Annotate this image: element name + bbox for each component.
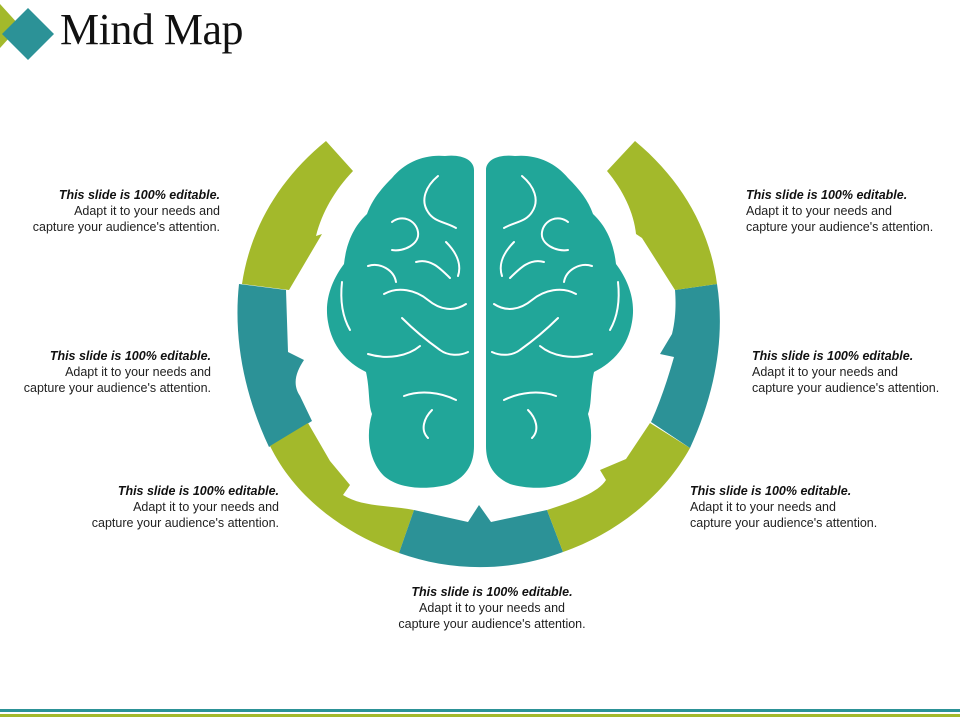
label-heading: This slide is 100% editable. bbox=[746, 188, 908, 202]
label-body: Adapt it to your needs and capture your … bbox=[23, 365, 211, 395]
label-body: Adapt it to your needs and capture your … bbox=[746, 204, 934, 234]
label-middle-right: This slide is 100% editable. Adapt it to… bbox=[752, 348, 942, 396]
label-heading: This slide is 100% editable. bbox=[58, 188, 220, 202]
label-body: Adapt it to your needs and capture your … bbox=[690, 500, 878, 530]
slide-title: Mind Map bbox=[60, 5, 244, 54]
footer-line-teal bbox=[0, 709, 960, 712]
diamond-icon bbox=[0, 4, 54, 60]
label-body: Adapt it to your needs and capture your … bbox=[398, 601, 586, 631]
label-lower-left: This slide is 100% editable. Adapt it to… bbox=[89, 483, 279, 531]
label-upper-left: This slide is 100% editable. Adapt it to… bbox=[30, 187, 220, 235]
footer-line-green bbox=[0, 714, 960, 717]
label-heading: This slide is 100% editable. bbox=[117, 484, 279, 498]
label-lower-right: This slide is 100% editable. Adapt it to… bbox=[690, 483, 880, 531]
label-heading: This slide is 100% editable. bbox=[49, 349, 211, 363]
segment-bottom bbox=[399, 505, 563, 568]
label-heading: This slide is 100% editable. bbox=[690, 484, 852, 498]
ring bbox=[237, 141, 720, 568]
label-body: Adapt it to your needs and capture your … bbox=[91, 500, 279, 530]
label-bottom: This slide is 100% editable. Adapt it to… bbox=[397, 584, 587, 632]
segment-middle-right bbox=[651, 284, 720, 448]
segment-lower-right bbox=[547, 423, 690, 552]
label-body: Adapt it to your needs and capture your … bbox=[32, 204, 220, 234]
segment-upper-right bbox=[607, 141, 717, 290]
segment-lower-left bbox=[270, 423, 414, 553]
segment-middle-left bbox=[237, 284, 312, 447]
label-body: Adapt it to your needs and capture your … bbox=[752, 365, 940, 395]
label-upper-right: This slide is 100% editable. Adapt it to… bbox=[746, 187, 936, 235]
label-middle-left: This slide is 100% editable. Adapt it to… bbox=[21, 348, 211, 396]
label-heading: This slide is 100% editable. bbox=[752, 349, 914, 363]
segment-upper-left bbox=[242, 141, 353, 290]
label-heading: This slide is 100% editable. bbox=[411, 585, 573, 599]
brain-icon bbox=[326, 155, 634, 488]
